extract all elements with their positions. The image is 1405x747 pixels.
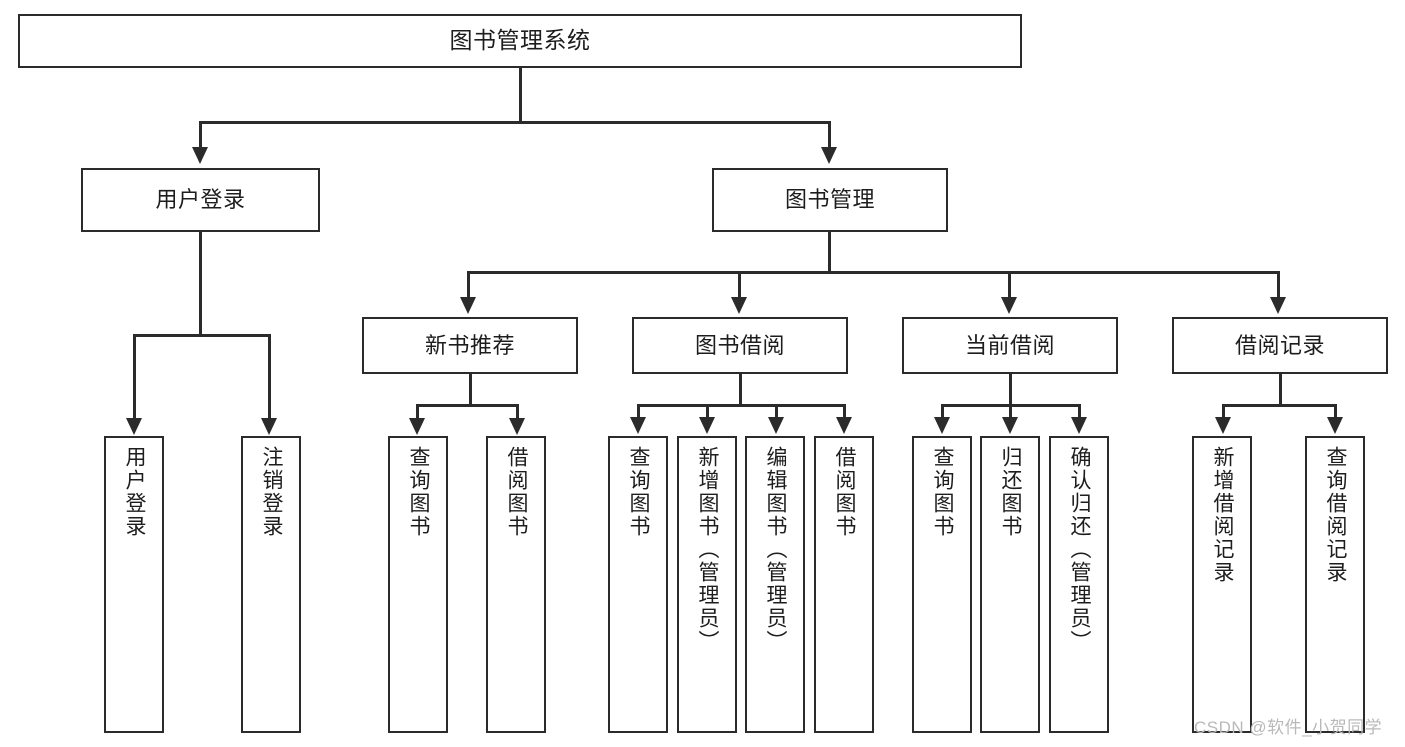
connector-drop-current-borrow bbox=[1008, 271, 1011, 299]
node-label: 查询借阅记录 bbox=[1324, 446, 1348, 584]
connector-user-login-bus bbox=[133, 334, 270, 337]
connector-root-stem bbox=[519, 68, 522, 122]
connector-new-book-bus bbox=[416, 404, 519, 407]
arrowhead-bb-leaf-3 bbox=[768, 417, 784, 434]
arrowhead-borrow-record bbox=[1270, 297, 1286, 314]
arrowhead-bb-leaf-4 bbox=[836, 417, 852, 434]
node-label: 新增图书（管理员） bbox=[696, 446, 720, 653]
connector-current-borrow-stem bbox=[1009, 374, 1012, 406]
connector-level3-bus bbox=[467, 271, 1278, 274]
connector-book-borrow-bus bbox=[637, 404, 844, 407]
connector-drop-nb-leaf-1 bbox=[416, 404, 419, 420]
node-label: 查询图书 bbox=[407, 446, 431, 538]
node-label: 图书借阅 bbox=[694, 332, 785, 358]
node-label: 归还图书 bbox=[999, 446, 1023, 538]
leaf-logout[interactable]: 注销登录 bbox=[241, 436, 301, 733]
arrowhead-user-login bbox=[192, 147, 208, 164]
leaf-nb-query-book[interactable]: 查询图书 bbox=[388, 436, 448, 733]
node-current-borrow[interactable]: 当前借阅 bbox=[902, 317, 1118, 374]
node-label: 编辑图书（管理员） bbox=[764, 446, 788, 653]
connector-drop-cb-leaf-3 bbox=[1078, 404, 1081, 420]
connector-drop-br-leaf-2 bbox=[1334, 404, 1337, 420]
connector-drop-user-login bbox=[199, 121, 202, 149]
connector-drop-borrow-record bbox=[1277, 271, 1280, 299]
connector-level2-bus bbox=[199, 121, 831, 124]
arrowhead-br-leaf-2 bbox=[1327, 417, 1343, 434]
node-label: 用户登录 bbox=[123, 446, 147, 538]
connector-drop-leaf-logout bbox=[268, 334, 271, 420]
connector-drop-bb-leaf-2 bbox=[706, 404, 709, 420]
node-new-book-recommend[interactable]: 新书推荐 bbox=[362, 317, 578, 374]
node-label: 图书管理 bbox=[784, 187, 875, 213]
node-label: 借阅记录 bbox=[1234, 332, 1325, 358]
leaf-bb-add-book[interactable]: 新增图书（管理员） bbox=[677, 436, 737, 733]
node-label: 查询图书 bbox=[931, 446, 955, 538]
arrowhead-br-leaf-1 bbox=[1215, 417, 1231, 434]
node-label: 图书管理系统 bbox=[449, 27, 591, 54]
arrowhead-nb-leaf-1 bbox=[409, 418, 425, 435]
connector-borrow-record-bus bbox=[1222, 404, 1337, 407]
node-user-login[interactable]: 用户登录 bbox=[81, 168, 320, 232]
connector-book-manage-stem bbox=[828, 232, 831, 273]
arrowhead-bb-leaf-1 bbox=[630, 417, 646, 434]
connector-drop-book-manage bbox=[828, 121, 831, 149]
leaf-cb-confirm-return[interactable]: 确认归还（管理员） bbox=[1049, 436, 1109, 733]
leaf-bb-query-book[interactable]: 查询图书 bbox=[608, 436, 668, 733]
node-borrow-record[interactable]: 借阅记录 bbox=[1172, 317, 1388, 374]
node-book-management[interactable]: 图书管理 bbox=[712, 168, 948, 232]
connector-new-book-stem bbox=[469, 374, 472, 406]
arrowhead-cb-leaf-2 bbox=[1002, 417, 1018, 434]
leaf-bb-edit-book[interactable]: 编辑图书（管理员） bbox=[745, 436, 805, 733]
connector-drop-cb-leaf-2 bbox=[1009, 404, 1012, 420]
connector-drop-cb-leaf-1 bbox=[941, 404, 944, 420]
connector-drop-bb-leaf-1 bbox=[637, 404, 640, 420]
connector-drop-nb-leaf-2 bbox=[516, 404, 519, 420]
connector-book-borrow-stem bbox=[739, 374, 742, 406]
connector-drop-br-leaf-1 bbox=[1222, 404, 1225, 420]
node-label: 借阅图书 bbox=[833, 446, 857, 538]
node-label: 用户登录 bbox=[155, 187, 246, 213]
node-label: 确认归还（管理员） bbox=[1068, 446, 1092, 653]
node-label: 注销登录 bbox=[260, 446, 284, 538]
leaf-cb-query-book[interactable]: 查询图书 bbox=[912, 436, 972, 733]
arrowhead-current-borrow bbox=[1001, 297, 1017, 314]
leaf-br-query-record[interactable]: 查询借阅记录 bbox=[1305, 436, 1365, 733]
node-label: 借阅图书 bbox=[505, 446, 529, 538]
arrowhead-book-manage bbox=[821, 147, 837, 164]
node-label: 新增借阅记录 bbox=[1211, 446, 1235, 584]
watermark: CSDN @软件_小贺同学 bbox=[1194, 718, 1383, 737]
node-label: 查询图书 bbox=[627, 446, 651, 538]
leaf-cb-return-book[interactable]: 归还图书 bbox=[980, 436, 1040, 733]
connector-user-login-stem bbox=[199, 232, 202, 335]
arrowhead-new-book bbox=[460, 297, 476, 314]
node-label: 当前借阅 bbox=[964, 332, 1055, 358]
arrowhead-cb-leaf-1 bbox=[934, 417, 950, 434]
arrowhead-cb-leaf-3 bbox=[1071, 417, 1087, 434]
connector-drop-bb-leaf-3 bbox=[775, 404, 778, 420]
connector-drop-book-borrow bbox=[738, 271, 741, 299]
arrowhead-leaf-user-login bbox=[126, 418, 142, 435]
node-label: 新书推荐 bbox=[424, 332, 515, 358]
arrowhead-nb-leaf-2 bbox=[509, 418, 525, 435]
leaf-user-login[interactable]: 用户登录 bbox=[104, 436, 164, 733]
connector-drop-leaf-user-login bbox=[133, 334, 136, 420]
leaf-bb-borrow-book[interactable]: 借阅图书 bbox=[814, 436, 874, 733]
node-root-system[interactable]: 图书管理系统 bbox=[18, 14, 1022, 68]
arrowhead-book-borrow bbox=[731, 297, 747, 314]
node-book-borrow[interactable]: 图书借阅 bbox=[632, 317, 848, 374]
connector-drop-bb-leaf-4 bbox=[843, 404, 846, 420]
connector-drop-new-book bbox=[467, 271, 470, 299]
connector-borrow-record-stem bbox=[1279, 374, 1282, 406]
leaf-nb-borrow-book[interactable]: 借阅图书 bbox=[486, 436, 546, 733]
arrowhead-bb-leaf-2 bbox=[699, 417, 715, 434]
arrowhead-leaf-logout bbox=[261, 418, 277, 435]
leaf-br-add-record[interactable]: 新增借阅记录 bbox=[1192, 436, 1252, 733]
